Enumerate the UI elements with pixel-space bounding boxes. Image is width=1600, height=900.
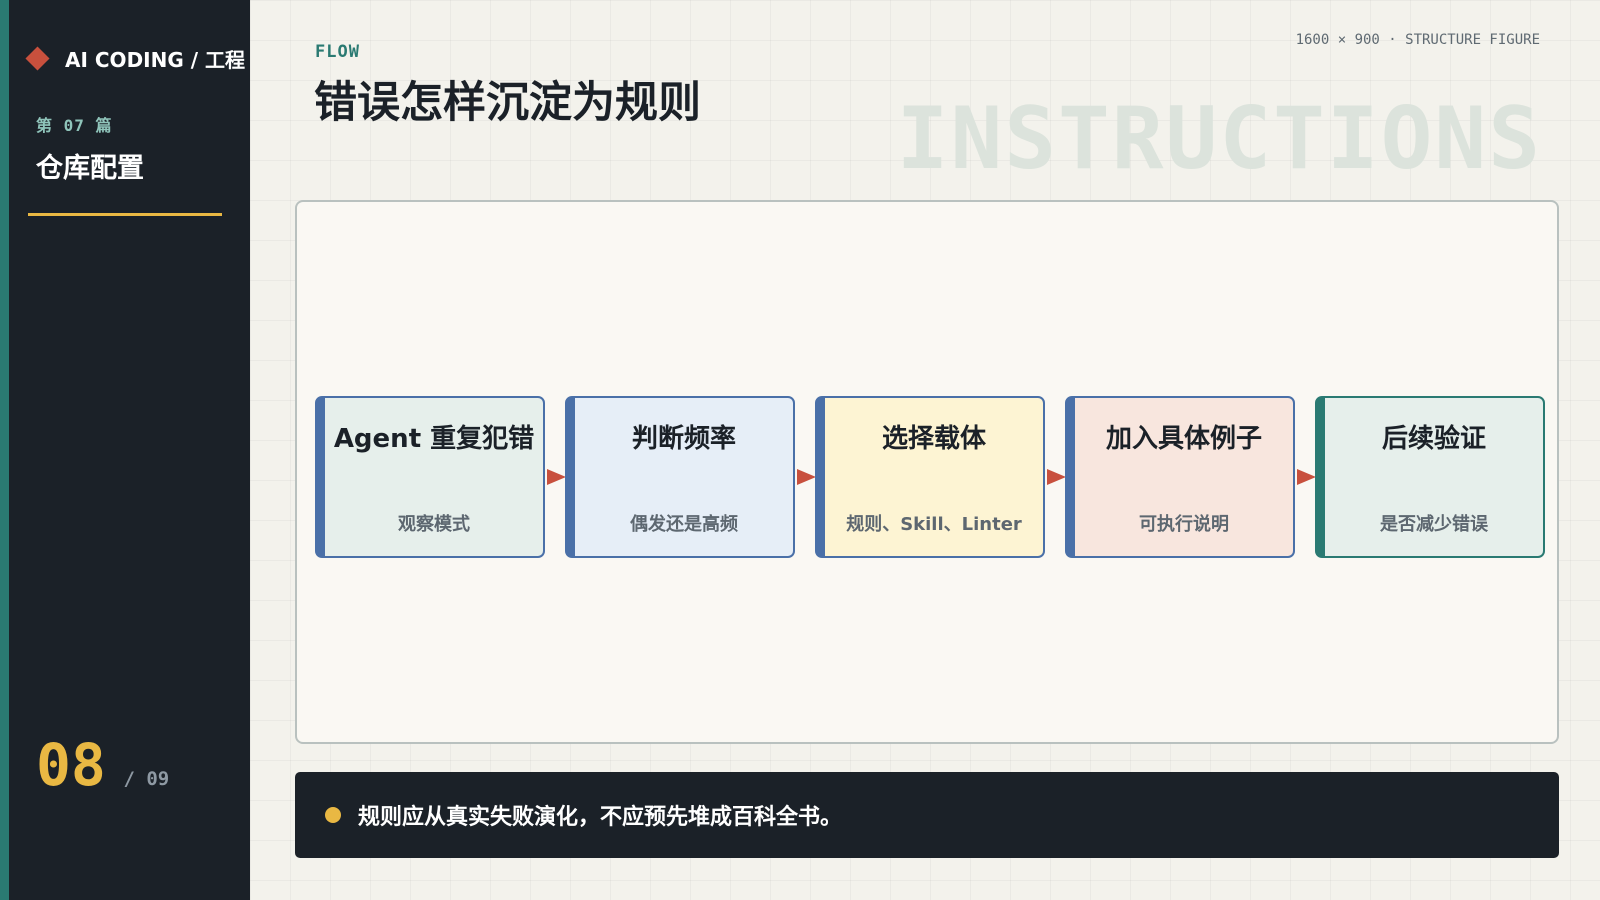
diamond-icon [25,46,50,71]
flow-node-subtitle: 是否减少错误 [1380,514,1488,535]
page-current: 08 [36,731,106,799]
figure-meta: 1600 × 900 · STRUCTURE FIGURE [1295,32,1540,48]
flow-node-judge-frequency: 判断频率 偶发还是高频 [565,396,795,558]
brand: AI CODING / 工程 [25,44,245,73]
watermark-text: INSTRUCTIONS [896,89,1542,189]
chapter-number: 第 07 篇 [36,116,113,135]
arrow-right-icon [797,469,816,485]
brand-label: AI CODING / 工程 [65,48,245,72]
sidebar-accent-bar [0,0,9,900]
flow-node-title: 选择载体 [881,424,986,454]
flow-node-title: 后续验证 [1381,424,1486,454]
arrow-right-icon [547,469,566,485]
flow-node-title: Agent 重复犯错 [333,424,535,454]
sidebar-divider [28,213,222,216]
main-content: FLOW 错误怎样沉淀为规则 1600 × 900 · STRUCTURE FI… [250,0,1600,900]
flow-node-title: 判断频率 [631,424,736,454]
page-total: / 09 [123,768,170,790]
arrow-right-icon [1047,469,1066,485]
flow-node-subtitle: 可执行说明 [1139,514,1229,535]
flow-node-title: 加入具体例子 [1105,424,1262,454]
flow-node-subtitle: 规则、Skill、Linter [846,514,1022,535]
bullet-dot-icon [325,807,341,823]
flow-node-agent-mistake: Agent 重复犯错 观察模式 [315,396,545,558]
flow-diagram: Agent 重复犯错 观察模式 判断频率 偶发还是高频 选择载体 规则、Skil… [295,200,1559,744]
page-counter: 08 / 09 [36,736,169,794]
flow-node-subtitle: 观察模式 [398,514,470,535]
flow-node-subtitle: 偶发还是高频 [630,514,738,535]
page-title: 错误怎样沉淀为规则 [314,78,701,128]
callout-text: 规则应从真实失败演化，不应预先堆成百科全书。 [358,805,843,830]
callout-banner: 规则应从真实失败演化，不应预先堆成百科全书。 [295,772,1559,858]
flow-node-choose-carrier: 选择载体 规则、Skill、Linter [815,396,1045,558]
section-kicker: FLOW [315,42,360,62]
flow-node-verify: 后续验证 是否减少错误 [1315,396,1545,558]
sidebar: AI CODING / 工程 第 07 篇 仓库配置 08 / 09 [0,0,250,900]
flow-node-add-examples: 加入具体例子 可执行说明 [1065,396,1295,558]
arrow-right-icon [1297,469,1316,485]
chapter-title: 仓库配置 [36,153,144,184]
